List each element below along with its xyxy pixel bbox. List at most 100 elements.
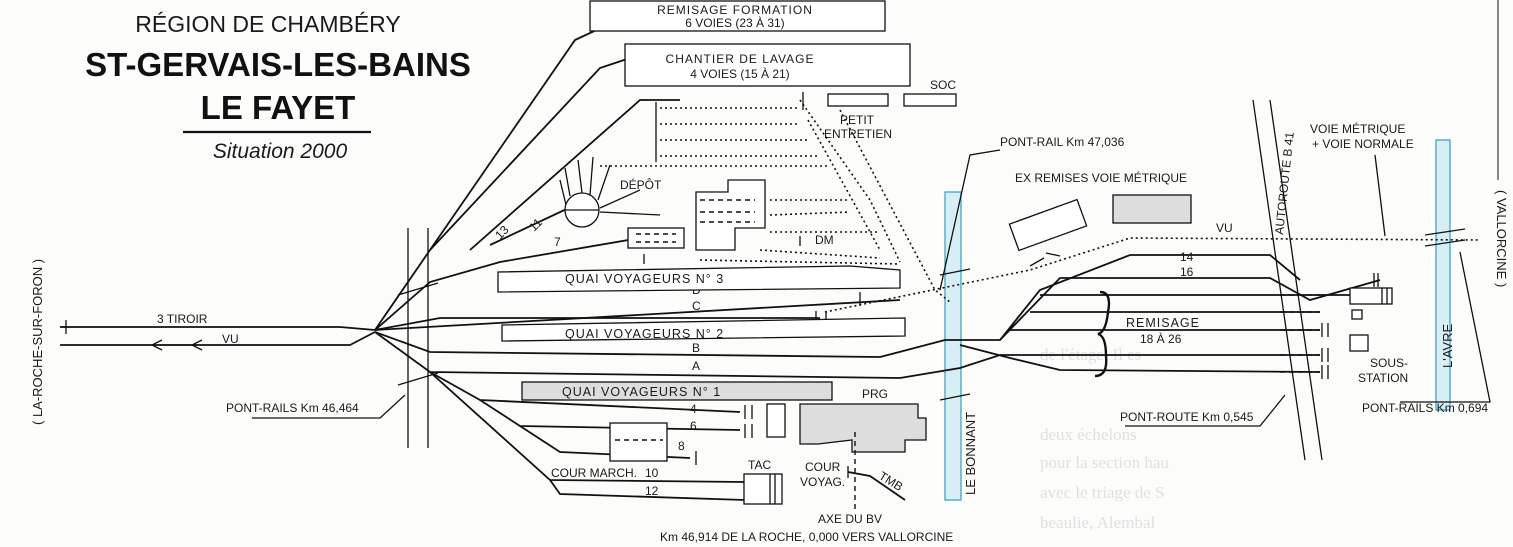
track-label-7: 7 — [554, 235, 561, 249]
track-label-6: 6 — [690, 419, 697, 433]
situation-label: Situation 2000 — [213, 140, 348, 163]
region-title: RÉGION DE CHAMBÉRY — [135, 11, 400, 37]
label-soc: SOC — [930, 78, 956, 92]
label-depot: DÉPÔT — [620, 177, 662, 192]
track-label-8: 8 — [678, 439, 685, 453]
label-pont-route: PONT-ROUTE Km 0,545 — [1120, 410, 1254, 424]
track-label-c: C — [692, 299, 701, 313]
label-remisage-sub: 18 À 26 — [1140, 331, 1182, 346]
svg-text:beaulie, Alembal: beaulie, Alembal — [1040, 513, 1155, 532]
remisage-formation-box — [589, 0, 886, 32]
bridge-left — [407, 228, 429, 448]
platform-quai-1 — [521, 381, 833, 401]
bridge-left-marks — [397, 282, 439, 386]
track-label-16: 16 — [1180, 265, 1194, 279]
bridge-avre — [1424, 228, 1466, 247]
label-station: STATION — [1358, 371, 1408, 385]
track-remisage-4 — [899, 354, 1320, 379]
buffer-stops-right — [1321, 273, 1379, 379]
track-label-12: 12 — [645, 484, 659, 498]
depot-dotted-tracks — [600, 107, 830, 167]
depot-dotted-diagonals — [799, 99, 951, 303]
label-vu-left: VU — [222, 332, 239, 346]
label-km-note: Km 46,914 DE LA ROCHE, 0,000 VERS VALLOR… — [660, 530, 953, 544]
river-le-bonnant — [944, 191, 962, 501]
label-sous: SOUS- — [1370, 356, 1408, 370]
double-arrow-icon — [151, 339, 203, 351]
track-remisage-5 — [959, 344, 1321, 373]
leader-pont-rails-right — [1400, 251, 1491, 403]
depot-building-small — [627, 227, 685, 249]
label-entretien: ENTRETIEN — [824, 127, 892, 141]
sous-station-box — [1349, 334, 1369, 352]
destination-la-roche: ( LA-ROCHE-SUR-FORON ) — [30, 259, 45, 425]
label-quai-1: QUAI VOYAGEURS N° 1 — [562, 385, 721, 399]
river-label-l-avre: L'AVRE — [1440, 324, 1455, 368]
track-label-4: 4 — [690, 402, 697, 416]
river-label-le-bonnant: LE BONNANT — [963, 412, 978, 495]
label-quai-3: QUAI VOYAGEURS N° 3 — [565, 272, 724, 286]
track-d — [374, 299, 901, 331]
svg-text:deux échelons: deux échelons — [1040, 425, 1137, 444]
label-chantier-lavage: CHANTIER DE LAVAGE — [666, 52, 815, 66]
right-small-building — [1349, 287, 1393, 305]
label-petit: PETIT — [840, 113, 875, 127]
track-vu-left — [60, 331, 376, 346]
label-pont-rails-right: PONT-RAILS Km 0,694 — [1362, 401, 1488, 415]
label-dm: DM — [815, 233, 834, 247]
label-vu-right: VU — [1216, 221, 1233, 235]
leader-pont-rail-47 — [939, 149, 1001, 291]
soc-box — [903, 93, 957, 107]
label-voyag: VOYAG. — [800, 475, 845, 489]
track-vu-metre — [824, 237, 1481, 313]
track-13 — [469, 99, 680, 251]
station-building — [799, 403, 927, 453]
remisage-brace — [1094, 290, 1111, 378]
label-remisage: REMISAGE — [1126, 316, 1200, 330]
label-autoroute: AUTOROUTE B 41 — [1272, 131, 1297, 235]
label-chantier-lavage-sub: 4 VOIES (15 À 21) — [690, 66, 789, 81]
track-label-11: 11 — [526, 215, 545, 234]
track-7 — [374, 237, 641, 331]
label-pont-rails-left: PONT-RAILS Km 46,464 — [226, 401, 359, 415]
svg-text:pour la section hau: pour la section hau — [1040, 453, 1169, 472]
track-label-14: 14 — [1180, 250, 1194, 264]
turntable-radials — [559, 156, 661, 216]
label-pont-rail-47: PONT-RAIL Km 47,036 — [1000, 135, 1125, 149]
goods-shed — [609, 422, 668, 462]
buffer-stops-left — [695, 292, 861, 465]
chantier-lavage-box — [624, 43, 911, 87]
tac-building — [743, 473, 783, 505]
track-14 — [945, 254, 1301, 341]
ex-remise-2 — [1112, 194, 1192, 224]
leader-voie-metrique — [1374, 154, 1386, 237]
petit-entretien-box — [827, 93, 889, 107]
track-label-10: 10 — [645, 466, 659, 480]
destination-vallorcine: ( VALLORCINE ) — [1494, 190, 1509, 287]
track-12 — [549, 479, 746, 501]
track-b — [374, 331, 946, 358]
label-quai-2: QUAI VOYAGEURS N° 2 — [565, 327, 724, 341]
river-l-avre — [1435, 139, 1451, 411]
header: RÉGION DE CHAMBÉRY ST-GERVAIS-LES-BAINS … — [85, 11, 471, 163]
track-label-13: 13 — [492, 223, 512, 243]
platform-quai-3 — [497, 265, 901, 293]
label-tiroir: 3 TIROIR — [157, 312, 208, 326]
label-tac: TAC — [748, 458, 771, 472]
label-prg: PRG — [862, 387, 888, 401]
station-subtitle: LE FAYET — [201, 89, 356, 126]
autoroute-b41 — [1252, 99, 1323, 461]
track-16 — [999, 277, 1381, 341]
label-voie-normale: + VOIE NORMALE — [1312, 137, 1414, 151]
background-text-bleed: de l'étage. Il es deux échelons pour la … — [1040, 345, 1169, 532]
leader-pont-rails-left — [252, 394, 406, 419]
depot-dotted-fan — [699, 199, 901, 265]
annex-building — [766, 403, 786, 438]
label-cour-march: COUR MARCH. — [551, 466, 637, 480]
leader-pont-route — [1125, 394, 1286, 427]
label-remisage-formation: REMISAGE FORMATION — [657, 3, 813, 17]
arrow-metre — [1029, 252, 1061, 267]
track-tmb — [847, 471, 906, 501]
